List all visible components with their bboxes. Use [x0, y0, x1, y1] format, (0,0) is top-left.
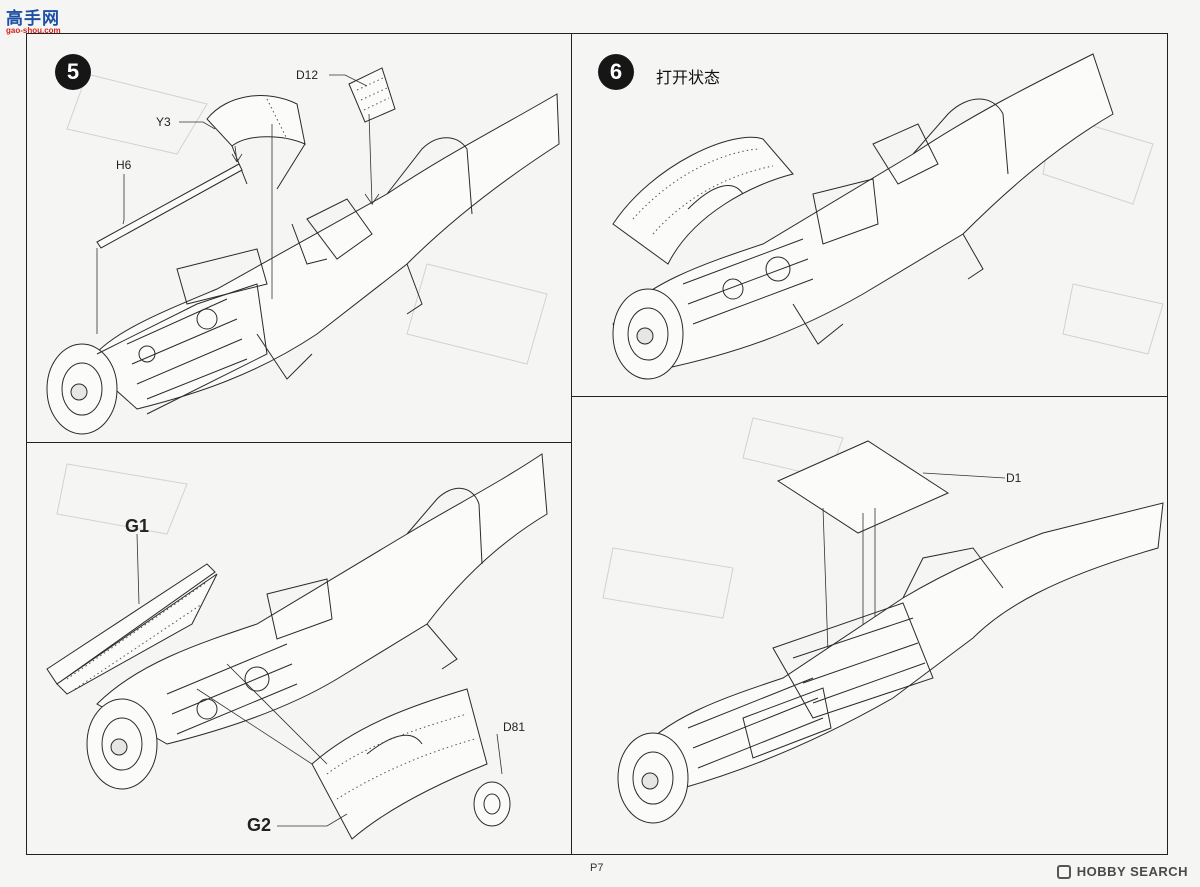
- floor-panel-diagram: [602, 417, 1164, 824]
- left-horizontal-divider: [26, 442, 572, 444]
- site-logo: 高手网 gao-shou.com: [6, 4, 76, 40]
- step-6-badge: 6: [598, 54, 634, 90]
- page-number: P7: [590, 862, 604, 874]
- label-h6: H6: [116, 158, 132, 172]
- instruction-frame: [26, 33, 1168, 855]
- logo-text: 高手网: [6, 9, 60, 28]
- watermark: HOBBY SEARCH: [1056, 864, 1188, 879]
- label-d12: D12: [296, 68, 319, 82]
- step6-open-state-diagram: [612, 53, 1164, 380]
- logo-subtext: gao-shou.com: [6, 26, 61, 35]
- label-g2: G2: [247, 815, 272, 835]
- label-g1: G1: [125, 516, 150, 536]
- step5-canopy-diagram: [46, 67, 560, 435]
- watermark-text: HOBBY SEARCH: [1076, 864, 1188, 879]
- label-d1: D1: [1006, 471, 1022, 485]
- hobby-search-icon: [1056, 864, 1071, 879]
- step-5-badge: 5: [55, 54, 91, 90]
- label-d81: D81: [503, 720, 526, 734]
- cowling-panels-diagram: [46, 453, 548, 840]
- vertical-divider: [571, 33, 573, 855]
- step-6-title: 打开状态: [656, 70, 721, 87]
- label-y3: Y3: [156, 115, 171, 129]
- right-horizontal-divider: [572, 396, 1168, 398]
